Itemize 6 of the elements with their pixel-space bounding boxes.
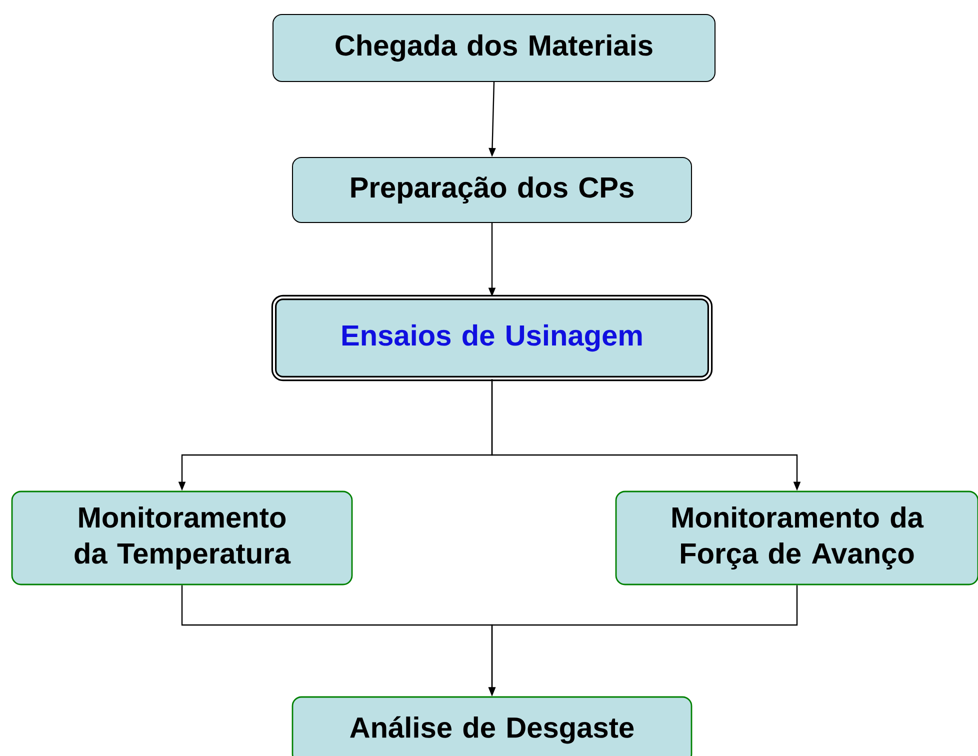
highlighted-process-box: Ensaios de Usinagem — [271, 294, 713, 382]
process-box: Chegada dos Materiais — [272, 14, 716, 82]
process-box: Monitoramento da Temperatura — [11, 490, 353, 586]
process-box: Análise de Desgaste — [292, 696, 692, 756]
process-box: Monitoramento da Força de Avanço — [615, 490, 978, 586]
process-box: Preparação dos CPs — [292, 157, 692, 223]
